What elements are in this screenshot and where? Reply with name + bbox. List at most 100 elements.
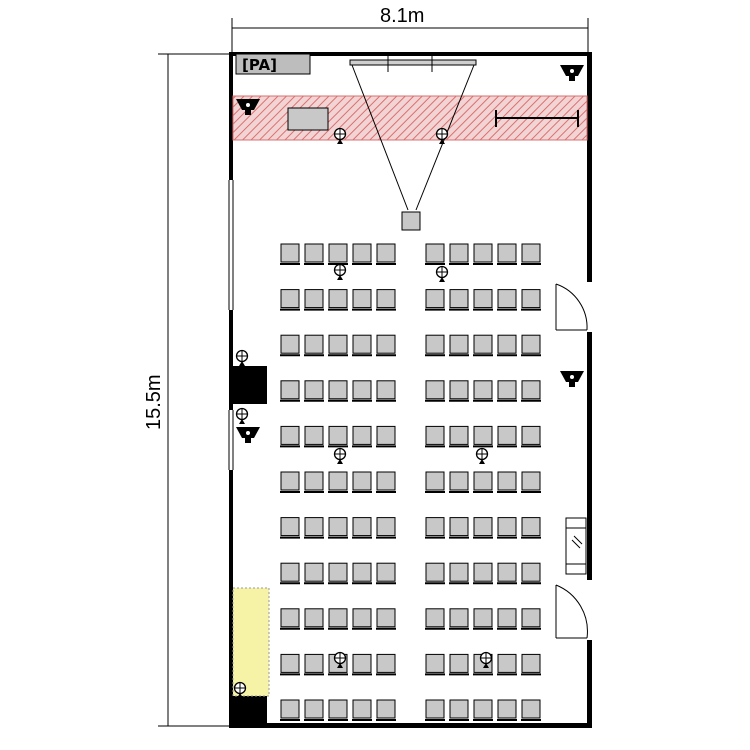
- chair: [376, 562, 396, 585]
- light-icon: [233, 681, 247, 698]
- light-icon: [475, 447, 489, 464]
- chair: [304, 243, 324, 265]
- chair: [521, 243, 541, 265]
- chair: [425, 425, 445, 448]
- chair: [328, 471, 348, 493]
- chair: [352, 289, 372, 311]
- chair: [328, 517, 348, 539]
- chair: [376, 334, 396, 357]
- light-icon: [235, 349, 249, 366]
- chair: [304, 517, 324, 539]
- speaker-icon: [236, 427, 260, 443]
- chair: [425, 380, 445, 402]
- rack-icon: [565, 517, 587, 575]
- chair: [425, 653, 445, 676]
- chair: [497, 425, 517, 448]
- chair: [376, 425, 396, 448]
- chair: [376, 608, 396, 630]
- depth-label: 15.5m: [143, 374, 165, 430]
- speaker-icon: [236, 99, 260, 115]
- chair: [328, 289, 348, 311]
- speaker-icon: [560, 371, 584, 387]
- chair: [376, 380, 396, 402]
- chair: [521, 517, 541, 539]
- chair: [376, 289, 396, 311]
- chair: [352, 471, 372, 493]
- chair: [497, 471, 517, 493]
- chair: [376, 653, 396, 676]
- chair: [352, 562, 372, 585]
- speaker-icon: [560, 65, 584, 81]
- chair: [280, 562, 300, 585]
- chair: [449, 380, 469, 402]
- light-icon: [435, 127, 449, 144]
- chair: [425, 699, 445, 721]
- chair: [473, 471, 493, 493]
- chair: [521, 608, 541, 630]
- chair: [497, 608, 517, 630]
- chair: [304, 334, 324, 357]
- chair: [521, 289, 541, 311]
- chair: [352, 653, 372, 676]
- chair: [328, 243, 348, 265]
- chair: [352, 517, 372, 539]
- depth-dimension: 15.5m: [143, 53, 232, 727]
- chair: [376, 243, 396, 265]
- chair: [473, 608, 493, 630]
- chair: [304, 471, 324, 493]
- pillar: [229, 696, 267, 726]
- chair: [449, 699, 469, 721]
- chair: [449, 471, 469, 493]
- chair: [497, 517, 517, 539]
- light-icon: [333, 447, 347, 464]
- pillar: [229, 366, 267, 404]
- chair: [280, 653, 300, 676]
- chair: [328, 562, 348, 585]
- chair: [473, 517, 493, 539]
- chair: [449, 608, 469, 630]
- chair: [473, 243, 493, 265]
- chair: [352, 699, 372, 721]
- chair: [425, 289, 445, 311]
- chair: [280, 608, 300, 630]
- chair: [425, 471, 445, 493]
- light-icon: [235, 407, 249, 424]
- chair: [304, 562, 324, 585]
- chair: [449, 243, 469, 265]
- door-icon: [555, 283, 588, 331]
- chair: [425, 334, 445, 357]
- pa-label: [PA]: [242, 56, 277, 74]
- seating-area: [280, 243, 541, 721]
- chair: [473, 334, 493, 357]
- projector-icon: [401, 211, 421, 231]
- chair: [328, 699, 348, 721]
- chair: [497, 653, 517, 676]
- door-icon: [555, 584, 588, 639]
- chair: [304, 289, 324, 311]
- chair: [352, 334, 372, 357]
- chair: [449, 334, 469, 357]
- chair: [521, 334, 541, 357]
- whiteboard: [495, 110, 579, 127]
- light-icon: [435, 265, 449, 282]
- chair: [521, 471, 541, 493]
- chair: [425, 562, 445, 585]
- light-icon: [333, 263, 347, 280]
- light-icon: [333, 127, 347, 144]
- chair: [328, 334, 348, 357]
- chair: [497, 562, 517, 585]
- chair: [352, 380, 372, 402]
- chair: [497, 243, 517, 265]
- lights: [233, 127, 493, 698]
- chair: [473, 562, 493, 585]
- chair: [280, 289, 300, 311]
- chair: [449, 517, 469, 539]
- podium: [287, 107, 329, 131]
- chair: [280, 699, 300, 721]
- width-dimension: 8.1m: [231, 5, 589, 52]
- chair: [328, 425, 348, 448]
- chair: [328, 608, 348, 630]
- chair: [473, 289, 493, 311]
- chair: [376, 471, 396, 493]
